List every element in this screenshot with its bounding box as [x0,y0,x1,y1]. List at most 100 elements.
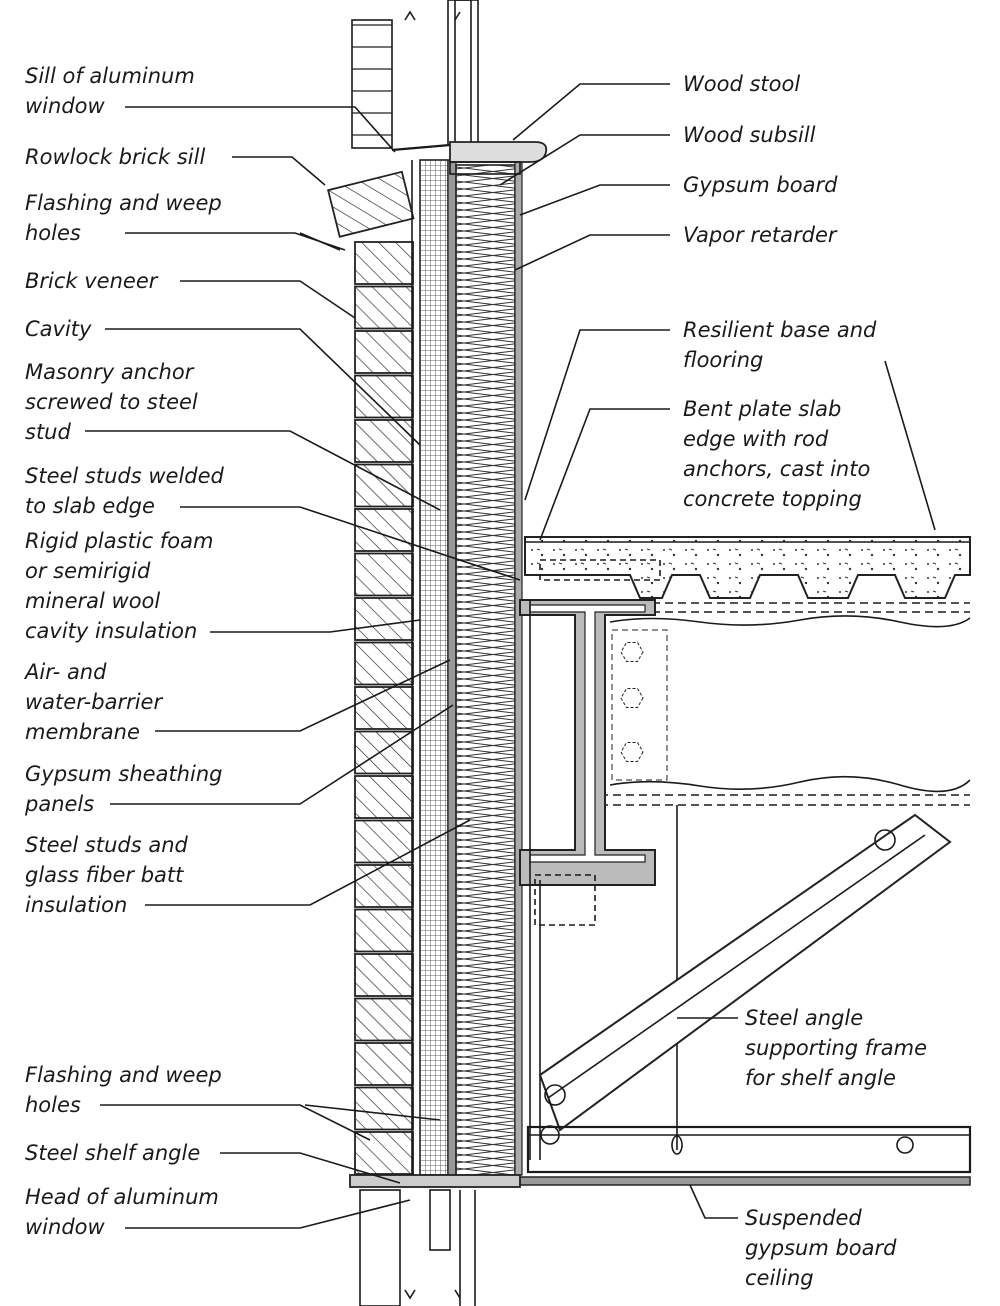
label-line: stud [25,420,71,444]
brick [354,864,414,908]
gypsum-sheathing [447,159,457,1176]
window-head [349,1174,521,1306]
leader-line [125,106,396,153]
brick [354,997,414,1042]
label-line: concrete topping [683,487,862,511]
label-sill-of-aluminum-window: Sill of aluminum window [25,64,195,118]
rod-anchor [620,741,644,763]
label-line: flooring [683,348,763,372]
label-line: ceiling [745,1266,814,1290]
wood-stool [449,141,548,163]
leader-line [232,156,326,186]
ceiling-assembly [519,1125,972,1186]
gypsum-board [514,159,523,1176]
label-line: holes [25,1093,81,1117]
label-line: Steel angle [745,1006,863,1030]
leader-line [519,184,670,216]
label-line: Sill of aluminum [25,64,195,88]
leader-line [884,360,936,531]
brick [354,686,414,730]
label-line: Rigid plastic foam [25,529,213,553]
label-line: Head of aluminum [25,1185,219,1209]
leader-line [110,704,454,805]
brick [354,730,414,775]
concrete-slab [524,536,971,806]
label-head-of-aluminum-window: Head of aluminum window [25,1185,219,1239]
drawing [327,0,972,1306]
leader-line [539,408,670,541]
label-line: supporting frame [745,1036,927,1060]
label-line: Resilient base and [683,318,877,342]
label-line: window [25,94,105,118]
label-vapor-retarder: Vapor retarder [683,223,838,247]
batt-insulation [455,164,516,1176]
leader-line [180,506,521,581]
label-line: Vapor retarder [683,223,838,247]
leader-line [180,280,356,319]
label-line: Bent plate slab [683,397,841,421]
label-line: insulation [25,893,127,917]
label-line: panels [24,792,94,816]
label-line: Wood subsill [683,123,816,147]
upper-window [351,0,479,152]
label-steel-shelf-angle: Steel shelf angle [25,1141,200,1165]
label-gypsum-sheathing: Gypsum sheathing panels [24,762,222,816]
brick [354,1131,414,1175]
leader-line [514,234,670,271]
brick [354,819,414,864]
leader-line [100,1104,371,1141]
leader-line [145,819,471,906]
label-line: glass fiber batt [25,863,184,887]
leader-line [524,329,670,501]
brick [354,419,414,463]
leader-line [85,430,441,511]
label-line: screwed to steel [25,390,198,414]
label-line: or semirigid [25,559,151,583]
brick [354,285,414,330]
label-line: Rowlock brick sill [25,145,205,169]
label-wood-stool: Wood stool [683,72,800,96]
label-wood-subsill: Wood subsill [683,123,816,147]
leader-lines [85,83,936,1229]
label-line: gypsum board [745,1236,897,1260]
wood-subsill [449,161,521,175]
leader-line [689,1184,738,1219]
leader-line [125,232,346,251]
label-line: Steel shelf angle [25,1141,200,1165]
label-line: Air- and [23,660,107,684]
brick [354,330,414,374]
rod-anchor [620,641,644,663]
label-line: Wood stool [683,72,800,96]
rowlock-brick-sill [327,170,415,238]
label-line: window [25,1215,105,1239]
steel-angle-frame [538,813,952,1145]
brick [354,1042,414,1086]
label-line: Cavity [25,317,92,341]
leader-line [155,659,451,732]
label-line: membrane [25,720,140,744]
leader-line [299,232,341,251]
brick [354,641,414,686]
brick [354,953,414,997]
label-line: Gypsum sheathing [25,762,222,786]
label-line: Flashing and weep [25,191,222,215]
leader-line [210,619,421,633]
label-cavity: Cavity [25,317,92,341]
label-line: Brick veneer [25,269,159,293]
brick-veneer [354,241,414,1175]
steel-beam [519,599,678,1160]
leader-line [220,1152,401,1184]
brick [354,508,414,552]
label-gypsum-board: Gypsum board [683,173,838,197]
label-line: Steel studs welded [25,464,225,488]
brick [354,908,414,953]
brick [354,463,414,508]
label-line: Steel studs and [25,833,189,857]
